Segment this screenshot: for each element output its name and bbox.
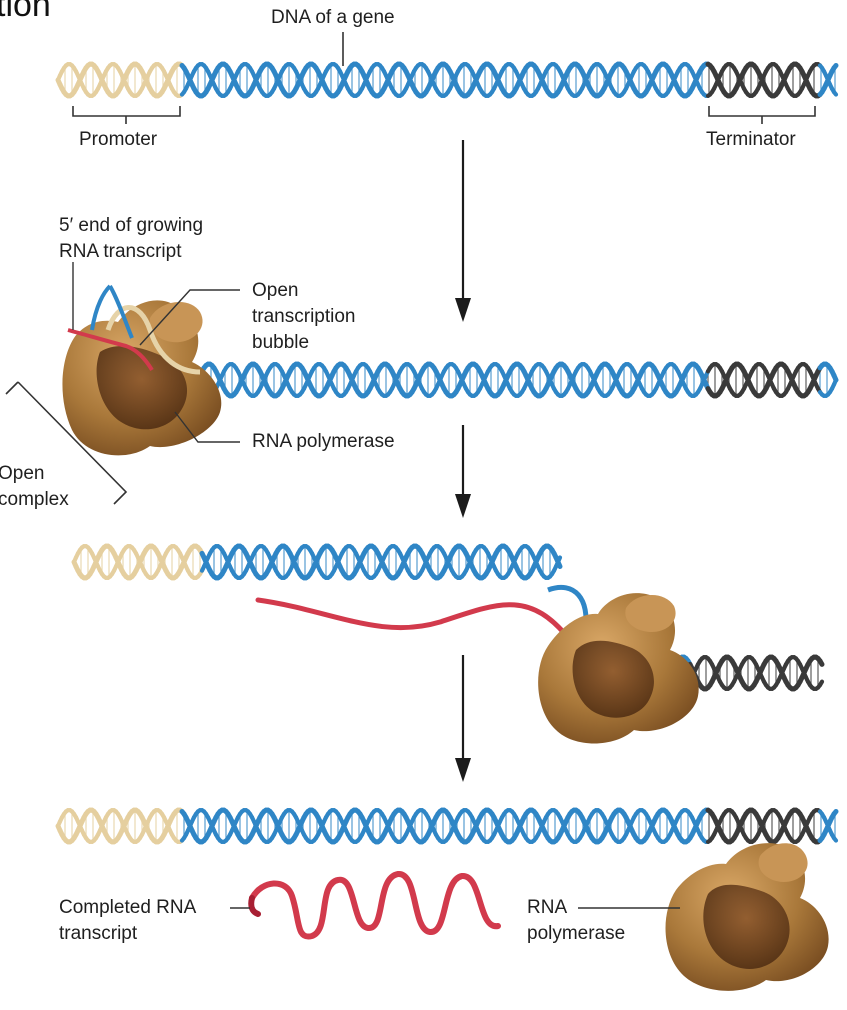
dna-backbone [831,89,839,97]
open-bubble-leader [139,289,240,346]
five-prime-end-label-line2: RNA transcript [59,241,182,262]
rna-polymerase-elongating [538,593,699,744]
open-bubble-label-line2: transcription [252,306,356,327]
open-bubble-label: Open [252,280,299,301]
rna-transcript-growing [255,597,573,643]
dna-helix-elongation [71,543,825,692]
completed-rna-tail [248,895,261,917]
dna-helix-gene [55,61,839,99]
open-complex-label-line2: complex [0,489,69,510]
rna-polymerase-free [665,843,829,991]
terminator-bracket [708,106,816,124]
dna-backbone [831,835,839,843]
open-bubble-label-line3: bubble [252,332,310,353]
rna-polymerase-leader [174,411,240,443]
open-complex-bracket [5,381,128,505]
open-bubble-strand-blue [90,284,134,339]
completed-rna-transcript [249,871,501,940]
open-bubble-strand-top [105,305,201,375]
dna-backbone [817,679,825,688]
arrow-step-2 [455,425,471,518]
promoter-bracket [72,106,181,124]
dna-helix-initiation [173,361,839,399]
dna-backbone [831,808,839,817]
completed-rna-label: Completed RNA [59,897,197,918]
rna-polymerase-label: RNA polymerase [252,431,395,452]
dna-backbone [555,555,563,565]
dna-of-gene-label: DNA of a gene [271,7,395,28]
promoter-label: Promoter [79,129,158,150]
open-complex-label: Open [0,463,45,484]
terminator-label: Terminator [706,129,796,150]
rna-polymerase-open-complex [62,300,222,456]
completed-rna-label-line2: transcript [59,923,138,944]
dna-helix-released [55,807,839,845]
rna-polymerase-free-label: RNA [527,897,568,918]
growing-rna-5prime [67,328,154,372]
five-prime-end-label: 5′ end of growing [59,215,204,236]
arrow-step-3 [455,655,471,782]
dna-backbone [831,62,839,71]
arrow-step-1 [455,140,471,322]
dna-backbone [831,377,839,387]
rna-polymerase-free-label-line2: polymerase [527,923,626,944]
page-title-fragment: tion [0,0,51,24]
dna-backbone [817,658,825,667]
